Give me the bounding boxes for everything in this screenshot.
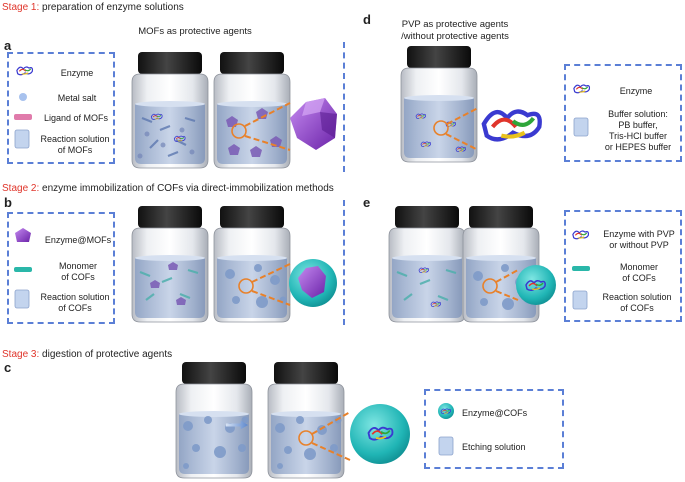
enzyme-mofs-icon	[15, 228, 31, 242]
legend-a-ligand: Ligand of MOFs	[43, 113, 109, 123]
legend-d-buffer: Buffer solution: PB buffer, Tris-HCl buf…	[604, 109, 672, 152]
separator-stage2	[343, 200, 345, 325]
legend-panel-e	[564, 210, 682, 322]
enzyme-pvp-icon	[572, 230, 590, 240]
metal-salt-icon	[19, 93, 27, 101]
cof-enzyme-zoom-e	[495, 265, 556, 305]
legend-a-enzyme: Enzyme	[60, 68, 94, 78]
cof-mof-zoom	[251, 259, 337, 307]
jar-a-before	[131, 52, 209, 169]
panel-label-a: a	[4, 38, 12, 53]
legend-d-enzyme: Enzyme	[619, 86, 653, 96]
jar-d	[400, 46, 478, 163]
ligand-icon	[14, 114, 32, 120]
panel-label-b: b	[4, 195, 12, 210]
separator-stage1	[343, 42, 345, 172]
reaction-solution-icon	[14, 129, 30, 149]
stage-1-header: Stage 1: preparation of enzyme solutions	[2, 2, 184, 13]
jar-c-after	[267, 362, 345, 479]
jar-a-after	[213, 52, 291, 169]
legend-panel-a	[7, 52, 115, 164]
jar-b-after	[213, 206, 291, 323]
legend-panel-b	[7, 212, 115, 324]
jar-b-before	[131, 206, 209, 323]
stage-2-header: Stage 2: enzyme immobilization of COFs v…	[2, 183, 334, 194]
enzyme-zoom-d	[445, 107, 540, 151]
mof-crystal-zoom	[244, 98, 337, 151]
legend-c-etching: Etching solution	[462, 442, 526, 452]
cof-enzyme-zoom-c	[311, 404, 410, 464]
legend-panel-d	[564, 64, 682, 162]
buffer-solution-icon	[573, 117, 589, 137]
reaction-solution-icon-b	[14, 289, 30, 309]
reaction-solution-icon-e	[572, 290, 588, 310]
legend-panel-c	[424, 389, 564, 469]
legend-b-enzyme-mofs: Enzyme@MOFs	[44, 235, 112, 245]
legend-c-enzyme-cofs: Enzyme@COFs	[462, 408, 528, 418]
stage-3-header: Stage 3: digestion of protective agents	[2, 349, 173, 360]
panel-label-d: d	[363, 12, 371, 27]
panel-label-c: c	[4, 360, 12, 375]
caption-pvp: PVP as protective agents /without protec…	[401, 19, 509, 42]
enzyme-icon-d	[573, 84, 591, 94]
jar-e-before	[388, 206, 466, 323]
monomer-icon-e	[572, 266, 590, 271]
etching-solution-icon	[438, 436, 454, 456]
caption-mofs: MOFs as protective agents	[138, 26, 252, 37]
panel-label-e: e	[363, 195, 371, 210]
jar-e-after	[462, 206, 540, 323]
jar-c-before	[175, 362, 253, 479]
enzyme-icon	[16, 66, 34, 76]
monomer-icon	[14, 267, 32, 272]
legend-a-metal-salt: Metal salt	[57, 93, 97, 103]
